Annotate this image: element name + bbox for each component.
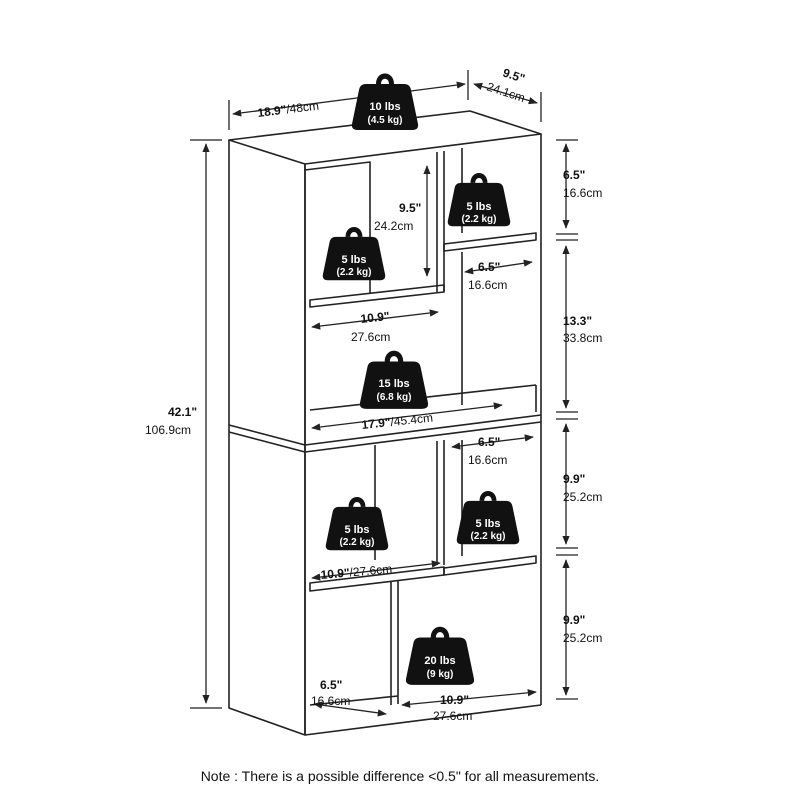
svg-text:(6.8 kg): (6.8 kg) [376, 392, 411, 403]
middle-width-label: 17.9"/45.4cm [361, 411, 434, 432]
svg-text:15 lbs: 15 lbs [378, 378, 409, 390]
svg-text:(2.2 kg): (2.2 kg) [336, 267, 371, 278]
bottom-panel [304, 704, 542, 736]
right-height-3-in: 9.9" [563, 472, 585, 486]
upper-left-height-in: 9.5" [399, 201, 421, 215]
upper-vertical-divider [436, 151, 445, 292]
weight-top: 10 lbs (4.5 kg) [351, 73, 419, 130]
lower-left-width-label: 10.9"/27.6cm [320, 562, 393, 582]
right-height-4-in: 9.9" [563, 613, 585, 627]
upper-right-width-in: 6.5" [478, 260, 500, 274]
svg-text:5 lbs: 5 lbs [475, 518, 500, 530]
weight-upper-right: 5 lbs (2.2 kg) [447, 173, 511, 227]
svg-text:5 lbs: 5 lbs [341, 254, 366, 266]
measurement-note: Note : There is a possible difference <0… [200, 768, 600, 784]
overall-height-in-label: 42.1" [168, 405, 197, 419]
overall-height-cm-label: 106.9cm [145, 423, 191, 437]
bottom-vertical-divider [390, 581, 399, 705]
right-height-3-cm: 25.2cm [563, 490, 602, 504]
bottom-left-width-cm: 16.6cm [311, 694, 350, 708]
upper-left-shelf [309, 284, 445, 308]
lower-right-width-in: 6.5" [478, 435, 500, 449]
weight-upper-left: 5 lbs (2.2 kg) [322, 227, 386, 281]
svg-text:(4.5 kg): (4.5 kg) [367, 115, 402, 126]
svg-text:(2.2 kg): (2.2 kg) [461, 214, 496, 225]
bottom-right-width-in: 10.9" [440, 693, 469, 707]
upper-right-width-cm: 16.6cm [468, 278, 507, 292]
overall-depth-in-label: 9.5" [501, 66, 527, 86]
weight-bottom: 20 lbs (9 kg) [405, 626, 475, 685]
lower-right-width-cm: 16.6cm [468, 453, 507, 467]
weight-lower-left: 5 lbs (2.2 kg) [325, 497, 389, 551]
left-side-panel [228, 140, 306, 736]
weight-middle: 15 lbs (6.8 kg) [359, 350, 429, 409]
right-height-1-cm: 16.6cm [563, 186, 602, 200]
upper-right-shelf [443, 232, 537, 252]
overall-width-label: 18.9"/48cm [257, 99, 320, 120]
upper-left-height-cm: 24.2cm [374, 219, 413, 233]
svg-text:10 lbs: 10 lbs [369, 101, 400, 113]
weight-lower-right: 5 lbs (2.2 kg) [456, 491, 520, 545]
right-height-2-cm: 33.8cm [563, 331, 602, 345]
right-height-2-in: 13.3" [563, 314, 592, 328]
right-height-4-cm: 25.2cm [563, 631, 602, 645]
dimension-labels: 18.9"/48cm 9.5" 24.1cm 42.1" 106.9cm 6.5… [145, 66, 602, 723]
svg-text:(2.2 kg): (2.2 kg) [470, 531, 505, 542]
bottom-right-width-cm: 27.6cm [433, 709, 472, 723]
svg-text:5 lbs: 5 lbs [466, 201, 491, 213]
width-dimension-line [232, 81, 466, 117]
svg-text:(9 kg): (9 kg) [427, 669, 454, 680]
upper-left-width-in: 10.9" [360, 309, 390, 326]
svg-text:(2.2 kg): (2.2 kg) [339, 537, 374, 548]
bottom-left-width-in: 6.5" [320, 678, 342, 692]
upper-left-width-cm: 27.6cm [351, 330, 390, 344]
svg-text:5 lbs: 5 lbs [344, 524, 369, 536]
lower-right-shelf [443, 555, 537, 576]
dimension-lines [190, 70, 578, 717]
svg-text:20 lbs: 20 lbs [424, 655, 455, 667]
lower-vertical-divider [436, 440, 445, 565]
right-height-1-in: 6.5" [563, 168, 585, 182]
depth-dimension-line [473, 82, 538, 105]
